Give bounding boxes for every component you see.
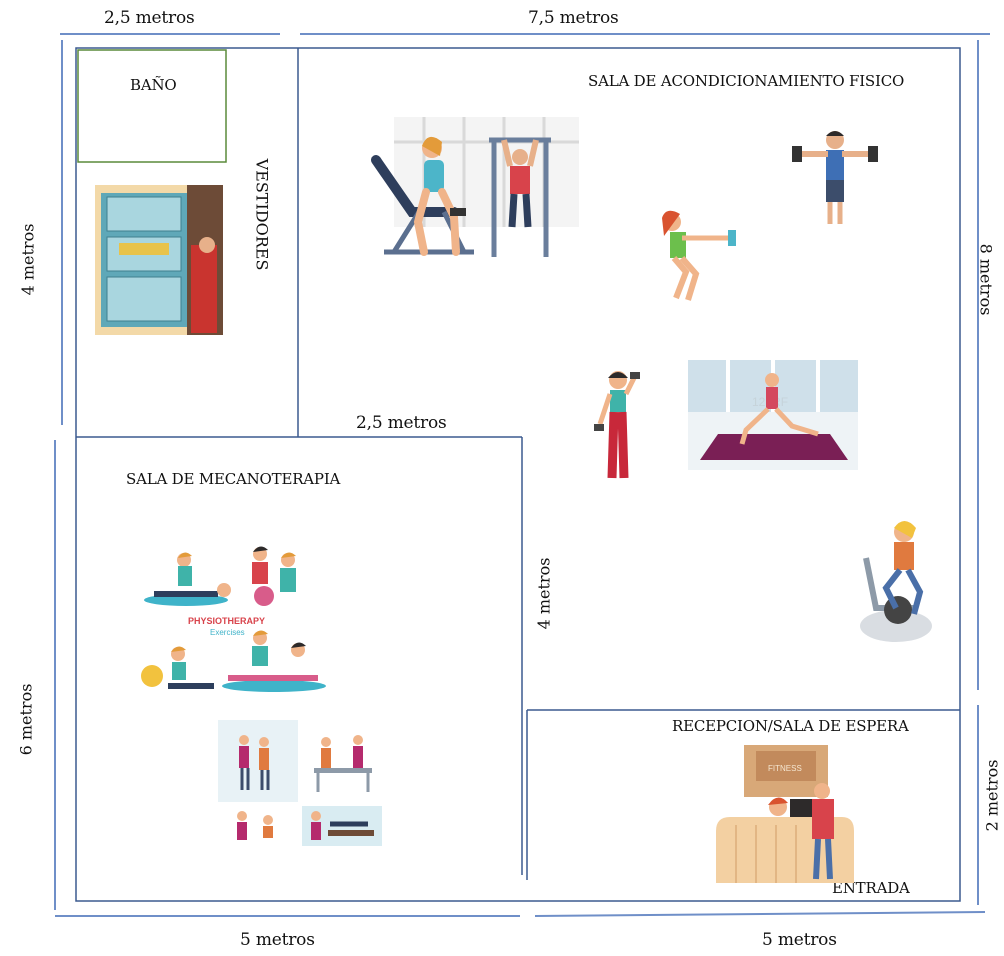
dim-bottom-left: 5 metros	[240, 930, 315, 950]
room-label-entrada: ENTRADA	[832, 879, 910, 897]
reception-desk-illustration: FITNESS	[716, 745, 854, 883]
dim-top-right: 7,5 metros	[528, 8, 619, 28]
room-label-recepcion: RECEPCION/SALA DE ESPERA	[672, 717, 909, 735]
dim-inner-vertical: 4 metros	[534, 557, 554, 630]
dim-bottom-right: 5 metros	[762, 930, 837, 950]
room-label-fitness: SALA DE ACONDICIONAMIENTO FISICO	[588, 72, 905, 90]
man-dumbbell-illustration	[792, 131, 878, 224]
gym-bench-illustration	[371, 117, 579, 257]
lunge-mat-illustration: 123RF	[688, 360, 858, 470]
dim-right-upper: 8 metros	[976, 243, 996, 316]
locker-room-illustration	[95, 185, 223, 335]
dim-inner-horizontal: 2,5 metros	[356, 413, 447, 433]
woman-dumbbell-illustration	[594, 371, 640, 479]
dim-left-upper: 4 metros	[18, 223, 38, 296]
room-label-vestidores: VESTIDORES	[252, 158, 272, 271]
physio-tiles-illustration	[218, 720, 382, 846]
physio-subtitle: Exercises	[210, 628, 245, 637]
physiotherapy-illustration: PHYSIOTHERAPY Exercises	[138, 540, 328, 710]
dim-right-lower: 2 metros	[982, 759, 1002, 832]
room-label-bano: BAÑO	[130, 76, 177, 94]
exercise-bike-illustration	[860, 521, 932, 642]
room-label-mecanoterapia: SALA DE MECANOTERAPIA	[126, 470, 341, 488]
physio-title: PHYSIOTHERAPY	[188, 616, 265, 626]
dim-left-lower: 6 metros	[16, 683, 36, 756]
dim-top-left: 2,5 metros	[104, 8, 195, 28]
woman-squat-illustration	[662, 210, 736, 301]
reception-sign-text: FITNESS	[768, 764, 802, 773]
